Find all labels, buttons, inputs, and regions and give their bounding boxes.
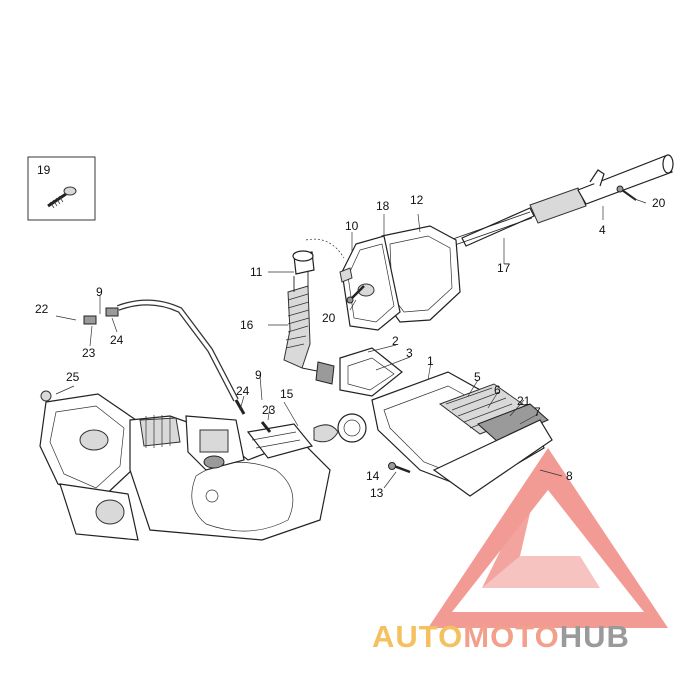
callout-14: 14 [366, 469, 380, 483]
intake-boot-drawing [283, 238, 345, 385]
callout-labels: 1 2 3 4 5 6 7 8 9 9 10 11 12 13 14 15 16… [35, 163, 666, 500]
callout-21: 21 [517, 394, 531, 408]
watermark-auto: AUTO [372, 619, 464, 654]
callout-20-lower: 20 [322, 311, 336, 325]
callout-16: 16 [240, 318, 254, 332]
watermark-moto: MOTO [463, 619, 560, 654]
callout-24-right: 24 [236, 384, 250, 398]
callout-3: 3 [406, 346, 413, 360]
callout-1: 1 [427, 354, 434, 368]
callout-23-left: 23 [82, 346, 96, 360]
watermark-hub: HUB [559, 619, 630, 654]
callout-24-left: 24 [110, 333, 124, 347]
callout-17: 17 [497, 261, 511, 275]
screw-13-14-drawing [388, 462, 411, 474]
callout-4: 4 [599, 223, 606, 237]
callout-9-upper: 9 [96, 285, 103, 299]
callout-6: 6 [494, 383, 501, 397]
callout-9-lower: 9 [255, 368, 262, 382]
callout-5: 5 [474, 370, 481, 384]
watermark-triangle-logo [428, 448, 668, 628]
callout-18: 18 [376, 199, 390, 213]
bolt-20-drawing [346, 285, 365, 304]
vent-hose-drawing [31, 299, 239, 402]
callout-2: 2 [392, 334, 399, 348]
breather-tube-drawing [449, 211, 533, 247]
callout-19: 19 [37, 163, 51, 177]
callout-20-upper: 20 [652, 196, 666, 210]
inset-box-screw [27, 156, 96, 221]
callout-13: 13 [370, 486, 384, 500]
air-filter-box-drawing [313, 347, 553, 497]
callout-22: 22 [35, 302, 49, 316]
callout-23-right: 23 [262, 403, 276, 417]
self-tapping-screw-drawing [47, 186, 77, 209]
callout-10: 10 [345, 219, 359, 233]
watermark-wordmark: AUTOMOTOHUB [372, 619, 630, 655]
callout-7: 7 [534, 405, 541, 419]
leader-lines [55, 197, 647, 489]
engine-carburetor-drawing [39, 393, 331, 541]
callout-12: 12 [410, 193, 424, 207]
callout-25: 25 [66, 370, 80, 384]
callout-15: 15 [280, 387, 294, 401]
callout-11: 11 [250, 265, 263, 279]
exhaust-pipe-drawing [461, 154, 674, 247]
airbox-housing-drawing [339, 225, 461, 331]
callout-8: 8 [566, 469, 573, 483]
